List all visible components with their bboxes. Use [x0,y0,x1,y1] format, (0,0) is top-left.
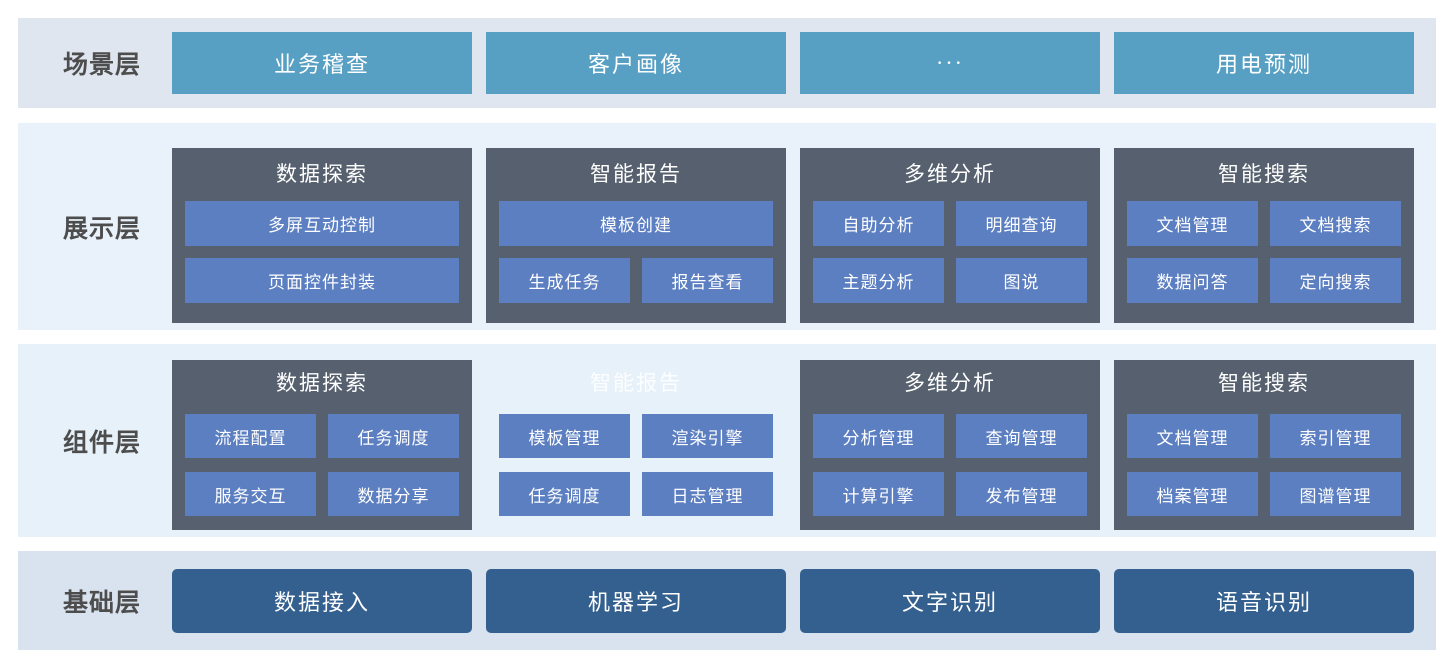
component-group-card: 数据探索流程配置任务调度服务交互数据分享 [172,360,472,530]
group-row: 文档管理文档搜索 [1127,200,1401,246]
display-group-card: 数据探索多屏互动控制页面控件封装 [172,147,472,323]
sub-module-block: 查询管理 [956,414,1087,458]
group-row: 文档管理索引管理 [1127,414,1401,458]
layer-band-component: 组件层 数据探索流程配置任务调度服务交互数据分享智能报告模板管理渲染引擎任务调度… [18,344,1436,537]
sub-module-block: 明细查询 [956,200,1087,246]
group-title: 智能搜索 [1218,161,1310,186]
sub-module-block: 定向搜索 [1270,257,1401,303]
sub-module-block: 档案管理 [1127,472,1258,516]
base-block: 语音识别 [1114,568,1414,633]
layer-label-base: 基础层 [62,588,141,617]
display-group-card: 多维分析自助分析明细查询主题分析图说 [800,147,1100,323]
component-group-card: 智能报告模板管理渲染引擎任务调度日志管理 [486,360,786,530]
group-title: 多维分析 [904,161,996,186]
group-row: 自助分析明细查询 [813,200,1087,246]
sub-module-block: 数据问答 [1127,257,1258,303]
sub-module-block: 页面控件封装 [185,257,459,303]
group-rows: 模板创建生成任务报告查看 [499,200,773,315]
group-rows: 自助分析明细查询主题分析图说 [813,200,1087,315]
group-row: 数据问答定向搜索 [1127,257,1401,303]
sub-module-block: 索引管理 [1270,414,1401,458]
group-rows: 模板管理渲染引擎任务调度日志管理 [499,414,773,530]
group-row: 服务交互数据分享 [185,472,459,516]
sub-module-block: 数据分享 [328,472,459,516]
group-title: 数据探索 [276,161,368,186]
sub-module-block: 报告查看 [642,257,773,303]
sub-module-block: 发布管理 [956,472,1087,516]
scene-block: 用电预测 [1114,32,1414,94]
layer-label-scene: 场景层 [62,51,141,79]
sub-module-block: 文档管理 [1127,414,1258,458]
sub-module-block: 文档管理 [1127,200,1258,246]
sub-module-block: 主题分析 [813,257,944,303]
group-row: 流程配置任务调度 [185,414,459,458]
group-row: 计算引擎发布管理 [813,472,1087,516]
group-row: 模板创建 [499,200,773,246]
group-title: 多维分析 [904,371,996,395]
sub-module-block: 图说 [956,257,1087,303]
group-row: 页面控件封装 [185,257,459,303]
group-title: 数据探索 [276,371,368,395]
group-row: 分析管理查询管理 [813,414,1087,458]
group-title: 智能搜索 [1218,371,1310,395]
component-group-card: 多维分析分析管理查询管理计算引擎发布管理 [800,360,1100,530]
sub-module-block: 渲染引擎 [642,414,773,458]
display-group-card: 智能报告模板创建生成任务报告查看 [486,147,786,323]
sub-module-block: 服务交互 [185,472,316,516]
sub-module-block: 自助分析 [813,200,944,246]
group-rows: 多屏互动控制页面控件封装 [185,200,459,315]
sub-module-block: 文档搜索 [1270,200,1401,246]
sub-module-block: 日志管理 [642,472,773,516]
group-row: 主题分析图说 [813,257,1087,303]
sub-module-block: 任务调度 [499,472,630,516]
group-title: 智能报告 [590,161,682,186]
base-block: 文字识别 [800,568,1100,633]
scene-block: ··· [800,32,1100,94]
sub-module-block: 多屏互动控制 [185,200,459,246]
group-rows: 分析管理查询管理计算引擎发布管理 [813,414,1087,530]
group-rows: 流程配置任务调度服务交互数据分享 [185,414,459,530]
group-row: 档案管理图谱管理 [1127,472,1401,516]
sub-module-block: 计算引擎 [813,472,944,516]
display-groups-row: 数据探索多屏互动控制页面控件封装智能报告模板创建生成任务报告查看多维分析自助分析… [172,123,1414,330]
group-rows: 文档管理索引管理档案管理图谱管理 [1127,414,1401,530]
group-row: 模板管理渲染引擎 [499,414,773,458]
layer-label-display: 展示层 [62,214,141,243]
sub-module-block: 分析管理 [813,414,944,458]
base-block: 数据接入 [172,568,472,633]
sub-module-block: 任务调度 [328,414,459,458]
scene-block: 客户画像 [486,32,786,94]
group-row: 生成任务报告查看 [499,257,773,303]
group-row: 任务调度日志管理 [499,472,773,516]
sub-module-block: 模板管理 [499,414,630,458]
display-group-card: 智能搜索文档管理文档搜索数据问答定向搜索 [1114,147,1414,323]
base-buttons-row: 数据接入机器学习文字识别语音识别 [172,551,1414,650]
component-group-card: 智能搜索文档管理索引管理档案管理图谱管理 [1114,360,1414,530]
scene-block: 业务稽查 [172,32,472,94]
layer-band-scene: 场景层 业务稽查客户画像···用电预测 [18,18,1436,108]
layer-label-component: 组件层 [62,428,141,457]
layer-band-base: 基础层 数据接入机器学习文字识别语音识别 [18,551,1436,650]
scene-buttons-row: 业务稽查客户画像···用电预测 [172,18,1414,108]
group-rows: 文档管理文档搜索数据问答定向搜索 [1127,200,1401,315]
sub-module-block: 图谱管理 [1270,472,1401,516]
group-title: 智能报告 [590,371,682,395]
component-groups-row: 数据探索流程配置任务调度服务交互数据分享智能报告模板管理渲染引擎任务调度日志管理… [172,344,1414,537]
sub-module-block: 生成任务 [499,257,630,303]
base-block: 机器学习 [486,568,786,633]
layer-band-display: 展示层 数据探索多屏互动控制页面控件封装智能报告模板创建生成任务报告查看多维分析… [18,123,1436,330]
sub-module-block: 流程配置 [185,414,316,458]
group-row: 多屏互动控制 [185,200,459,246]
sub-module-block: 模板创建 [499,200,773,246]
